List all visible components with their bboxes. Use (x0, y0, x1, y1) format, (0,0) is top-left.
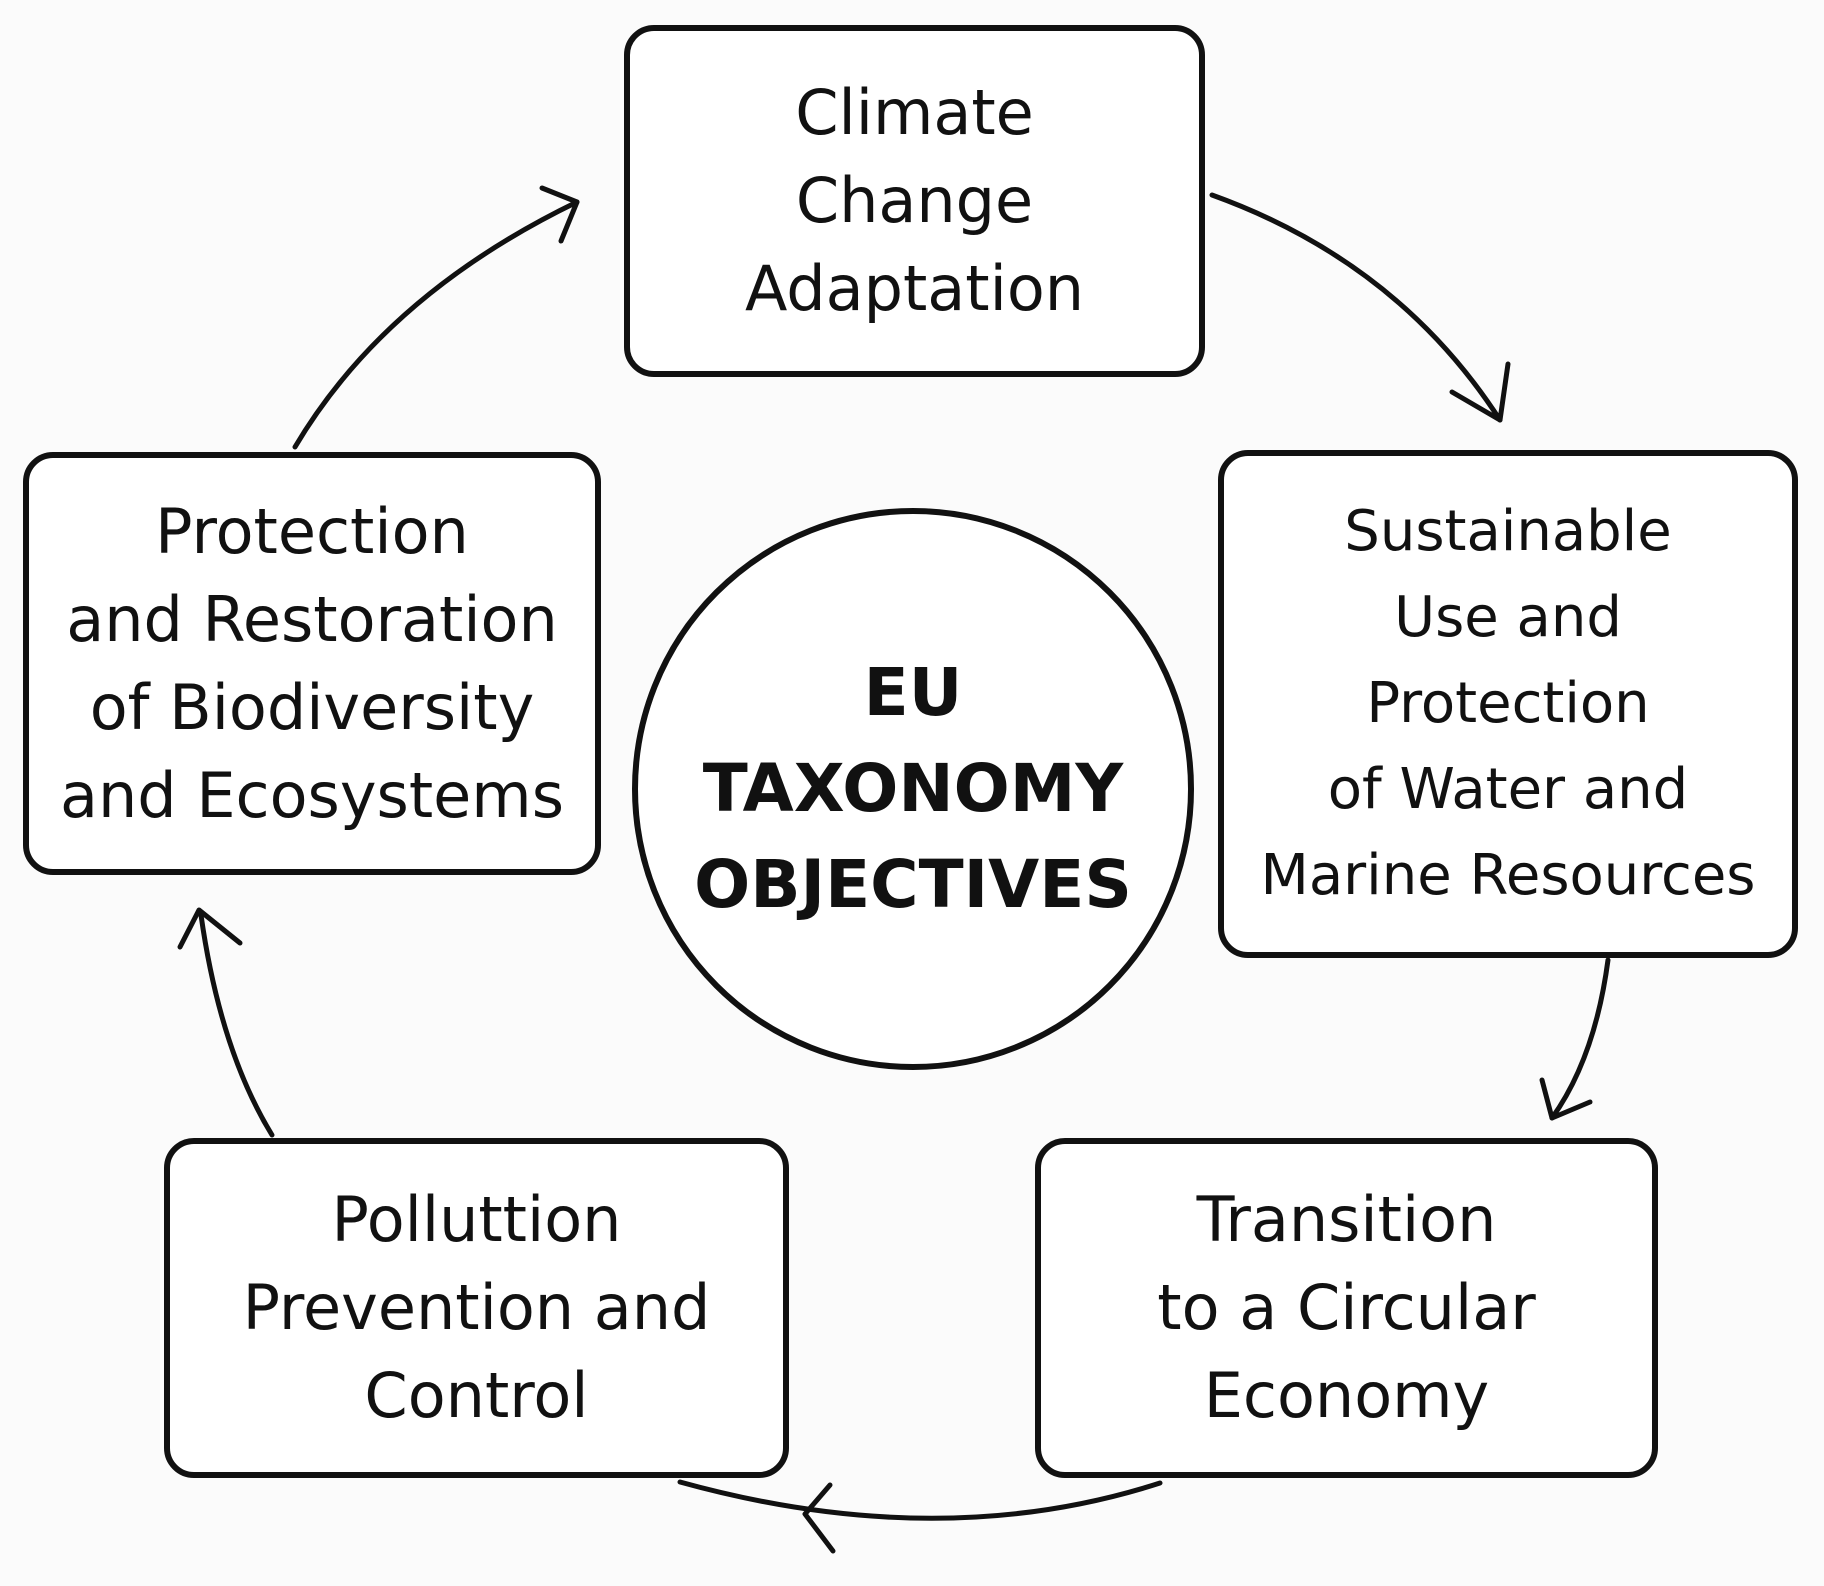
objective-climate-change-adaptation: Climate Change Adaptation (624, 25, 1205, 377)
arrow-water-to-circular (1549, 957, 1611, 1121)
arrowhead-water-to-circular (1539, 1077, 1593, 1121)
arrow-climate-to-water (1209, 192, 1503, 423)
objective-biodiversity-ecosystems: Protection and Restoration of Biodiversi… (23, 452, 601, 875)
arrowhead-climate-to-water (1449, 361, 1511, 423)
arrow-biodiversity-to-climate (292, 199, 580, 450)
objective-label: Polluttion Prevention and Control (242, 1183, 711, 1432)
arrowhead-biodiversity-to-climate (539, 185, 580, 244)
objective-pollution-prevention: Polluttion Prevention and Control (164, 1138, 789, 1478)
arrow-circular-to-pollution (677, 1479, 1163, 1521)
objective-label: Protection and Restoration of Biodiversi… (60, 494, 564, 832)
objective-label: Sustainable Use and Protection of Water … (1260, 499, 1756, 908)
arrow-pollution-to-biodiversity (198, 912, 275, 1138)
objective-water-marine-resources: Sustainable Use and Protection of Water … (1218, 450, 1798, 958)
center-circle: EU TAXONOMY OBJECTIVES (632, 508, 1194, 1070)
arrowhead-circular-to-pollution (802, 1482, 836, 1554)
objective-label: Climate Change Adaptation (744, 76, 1085, 325)
objective-circular-economy: Transition to a Circular Economy (1035, 1138, 1658, 1478)
center-label: EU TAXONOMY OBJECTIVES (694, 654, 1132, 923)
arrowhead-pollution-to-biodiversity (177, 907, 243, 950)
objective-label: Transition to a Circular Economy (1157, 1183, 1536, 1432)
